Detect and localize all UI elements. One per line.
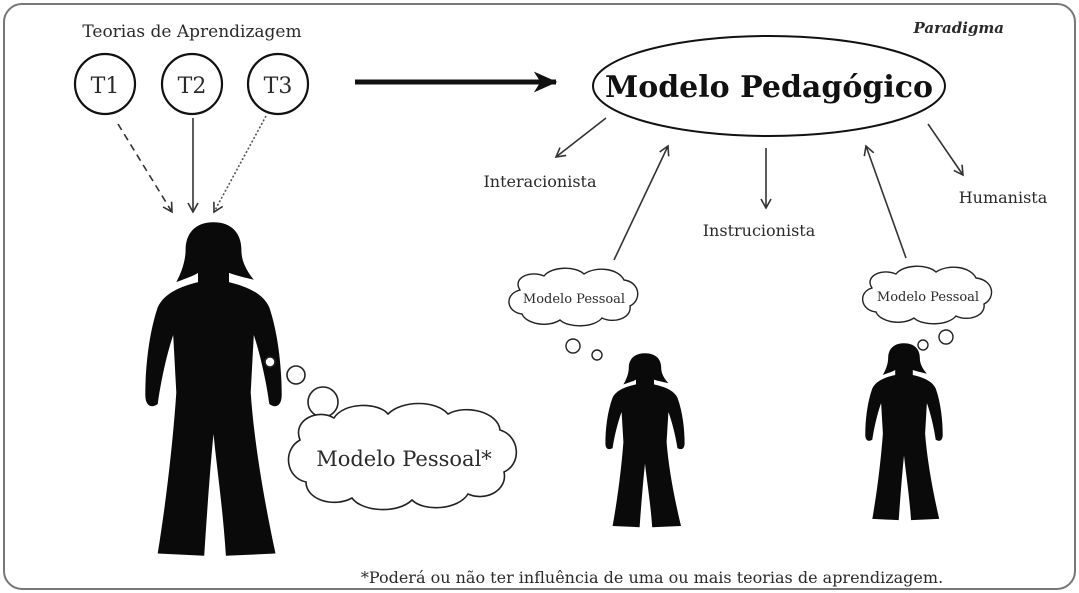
small-right-thought-dots <box>917 329 954 351</box>
large-thought-cloud: Modelo Pessoal* <box>287 402 518 511</box>
small-left-thought-dots <box>565 338 603 361</box>
paradigm-label: Paradigma <box>913 19 1004 37</box>
small-left-thought-cloud: Modelo Pessoal <box>508 267 639 327</box>
footnote: *Poderá ou não ter influência de uma ou … <box>361 568 943 587</box>
large-thought-dots <box>264 356 339 418</box>
approach-instrucionista: Instrucionista <box>703 221 816 240</box>
pedagogical-model-node: Modelo Pedagógico <box>592 35 946 137</box>
arrow-left-person-to-model <box>613 144 670 261</box>
small-left-personal-model-label: Modelo Pessoal <box>523 292 625 307</box>
arrow-t1-dashed <box>117 123 173 214</box>
theory-node-t3: T3 <box>246 52 310 116</box>
arrow-to-interacionista <box>554 117 607 159</box>
large-personal-model-label: Modelo Pessoal* <box>316 447 492 471</box>
theory-label-t2: T2 <box>178 74 207 99</box>
theory-node-t1: T1 <box>73 52 137 116</box>
approach-humanista: Humanista <box>959 188 1048 207</box>
arrow-to-humanista <box>927 123 964 177</box>
theory-label-t3: T3 <box>264 74 293 99</box>
theory-label-t1: T1 <box>91 74 120 99</box>
learning-theories-label: Teorias de Aprendizagem <box>82 22 301 42</box>
theory-node-t2: T2 <box>160 52 224 116</box>
small-right-personal-model-label: Modelo Pessoal <box>877 290 979 305</box>
small-right-thought-cloud: Modelo Pessoal <box>862 265 993 325</box>
arrow-right-person-to-model <box>863 144 907 259</box>
pedagogical-model-label: Modelo Pedagógico <box>605 70 933 105</box>
approach-interacionista: Interacionista <box>483 172 596 191</box>
